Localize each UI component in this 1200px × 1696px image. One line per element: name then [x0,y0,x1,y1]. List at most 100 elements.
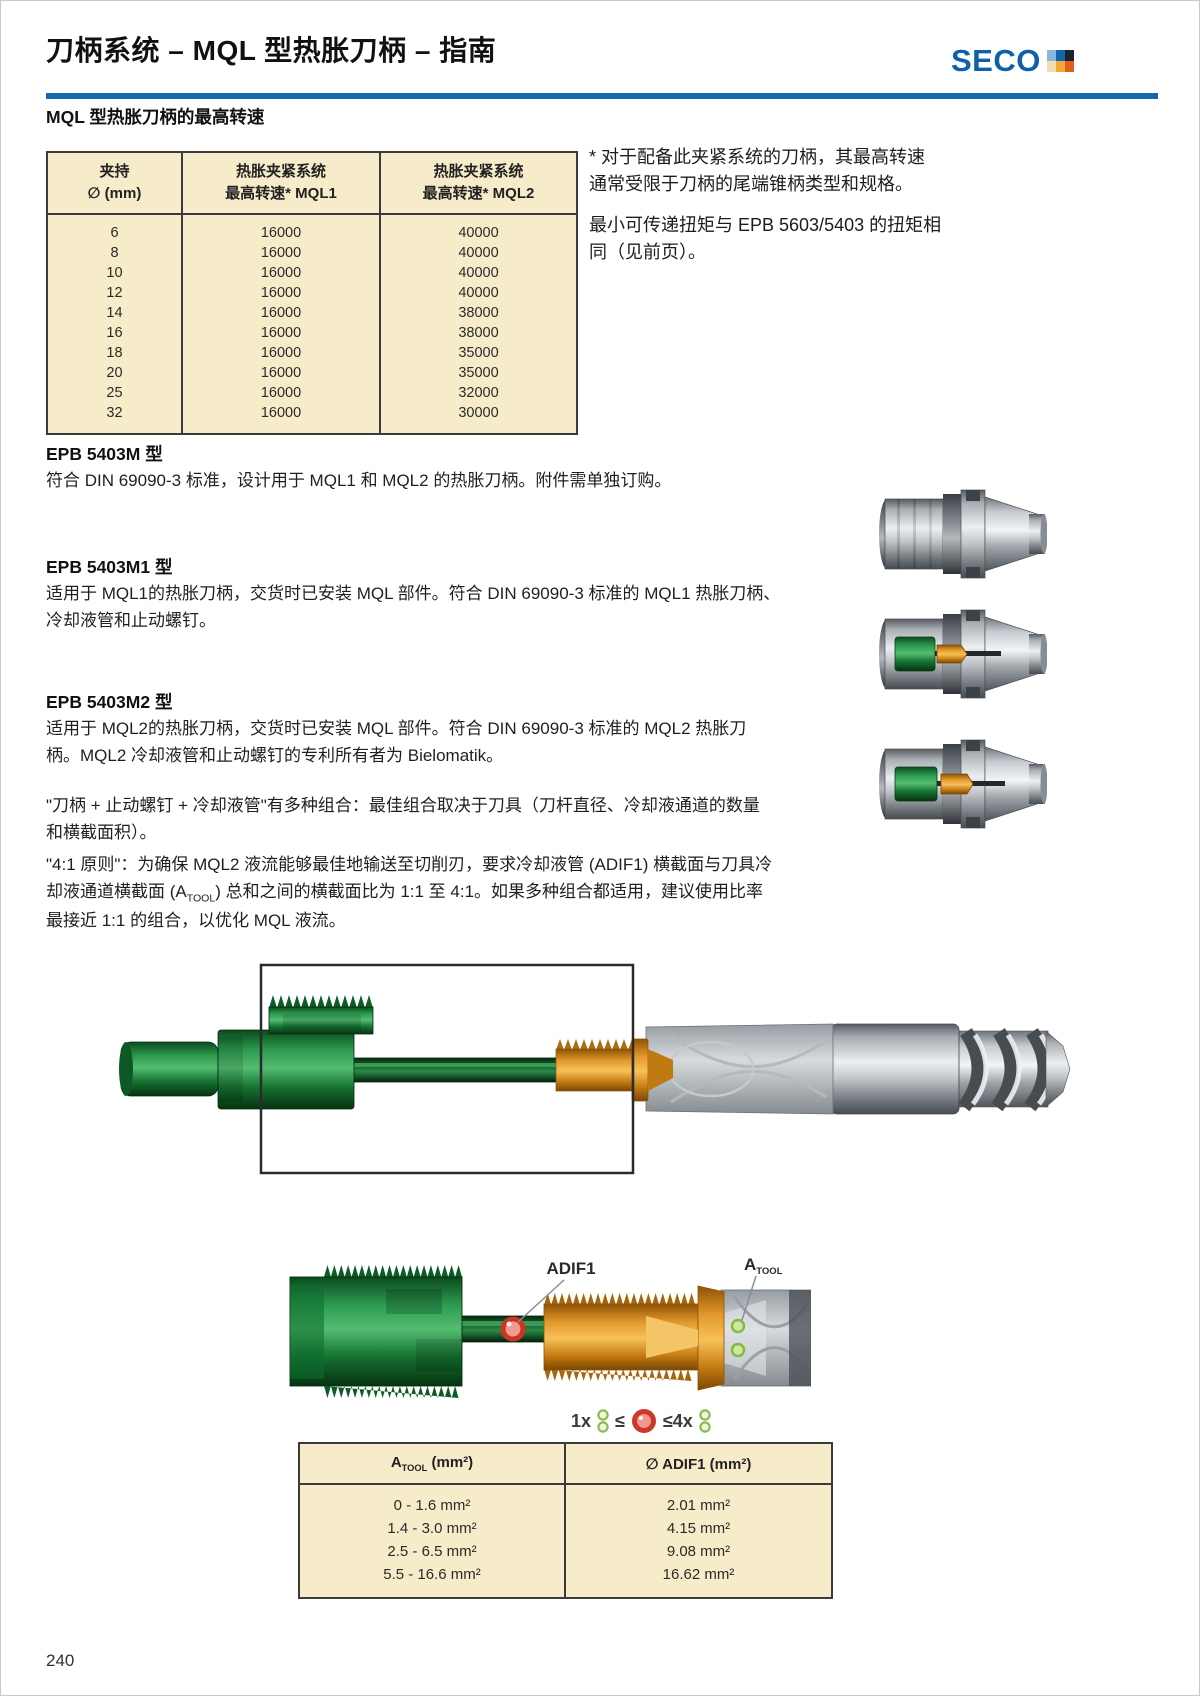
table-cell: 16000 [181,363,380,383]
atool-cross-section-marker [730,1342,746,1358]
seco-logo: SECO [951,45,1074,76]
table-cell: 14 [106,305,123,321]
formula-1x: 1x [571,1410,592,1431]
table-cell: 20 [106,365,123,381]
epb5403m2-body: 适用于 MQL2的热胀刀柄，交货时已安装 MQL 部件。符合 DIN 69090… [46,719,747,766]
table-cell: 16000 [181,263,380,283]
page-title: 刀柄系统 – MQL 型热胀刀柄 – 指南 [46,35,497,66]
atool-label: ATOOL [744,1255,783,1277]
speeds-table: 夹持 ∅ (mm) 热胀夹紧系统 最高转速* MQL1 热胀夹紧系统 最高转速*… [46,151,578,435]
table-cell: 8 [110,245,119,261]
side-notes: * 对于配备此夹紧系统的刀柄，其最高转速 通常受限于刀柄的尾端锥柄类型和规格。 … [589,144,1029,280]
table-row: 0 - 1.6 mm² 2.01 mm² [299,1484,832,1517]
speeds-col-clamp-diameter: 夹持 ∅ (mm) [47,152,182,215]
atool-subscript: TOOL [186,892,216,905]
table-cell: 12 [106,285,123,301]
area-col-adif1: ∅ ADIF1 (mm²) [564,1443,832,1485]
table-cell: 40000 [379,263,577,283]
table-cell: 35000 [379,363,577,383]
table-cell: 10 [106,265,123,281]
table-row: 5.5 - 16.6 mm² 16.62 mm² [299,1563,832,1598]
area-table-header-row: ATOOL (mm²) ∅ ADIF1 (mm²) [299,1443,832,1485]
table-cell: 16 [106,325,123,341]
logo-square [1064,60,1074,72]
table-cell: 2.5 - 6.5 mm² [387,1543,477,1560]
green-dot-pair-icon [699,1409,711,1433]
epb5403m-body: 符合 DIN 69090-3 标准，设计用于 MQL1 和 MQL2 的热胀刀柄… [46,471,672,490]
mql2-detail-figure: ADIF1 ATOOL [289,1255,811,1398]
tool-holder-image-epb5403m [879,489,1047,579]
logo-square [1046,60,1056,72]
area-col-atool: ATOOL (mm²) [299,1443,565,1485]
assembly-cutaway-figure [119,963,1071,1175]
table-cell: 2.01 mm² [564,1484,832,1517]
atool-leader-line [741,1275,757,1321]
green-dot-pair-icon [597,1409,609,1433]
adif1-cross-section-marker [500,1316,526,1342]
speeds-col-mql1: 热胀夹紧系统 最高转速* MQL1 [181,152,380,215]
table-cell: 40000 [379,214,577,243]
table-cell: 32 [106,405,123,421]
logo-square [1064,49,1074,61]
epb5403m1-heading: EPB 5403M1 型 [46,557,173,577]
table-row: 1.4 - 3.0 mm² 4.15 mm² [299,1517,832,1540]
highlight-rectangle [259,963,635,1175]
table-cell: 25 [106,385,123,401]
table-cell: 6 [110,225,119,241]
formula-le4x: ≤4x [662,1410,693,1431]
adif1-leader-line [517,1279,565,1323]
table-cell: 1.4 - 3.0 mm² [387,1520,477,1537]
table-cell: 16000 [181,343,380,363]
seco-logo-text: SECO [951,43,1041,78]
table-cell: 16.62 mm² [564,1563,832,1598]
table-cell: 32000 [379,383,577,403]
ratio-text-part2: ) 总和之间的横截面比为 1:1 至 4:1。如果多种组合都适用，建议使用比率 … [46,882,764,931]
ratio-formula: 1x ≤ ≤4x [571,1407,712,1435]
table-cell: 18 [106,345,123,361]
epb5403m-heading: EPB 5403M 型 [46,444,163,464]
seco-logo-squares-icon [1046,49,1074,72]
logo-square [1046,49,1056,61]
table-cell: 30000 [379,403,577,434]
table-cell: 16000 [181,383,380,403]
table-cell: 5.5 - 16.6 mm² [383,1566,481,1583]
table-cell: 40000 [379,243,577,263]
table-cell: 0 - 1.6 mm² [393,1497,471,1514]
table-cell: 16000 [181,303,380,323]
speeds-table-header-row: 夹持 ∅ (mm) 热胀夹紧系统 最高转速* MQL1 热胀夹紧系统 最高转速*… [47,152,577,215]
epb5403m2-heading: EPB 5403M2 型 [46,692,173,712]
logo-square [1055,60,1065,72]
table-cell: 16000 [181,243,380,263]
ratio-text-part1: "4:1 原则"：为确保 MQL2 液流能够最佳地输送至切削刃，要求冷却液管 (… [46,855,773,902]
table-cell: 16000 [181,214,380,243]
table-cell: 35000 [379,343,577,363]
formula-le1: ≤ [615,1410,625,1431]
logo-square [1055,49,1065,61]
adif1-label: ADIF1 [546,1259,595,1278]
note-min-torque: 最小可传递扭矩与 EPB 5603/5403 的扭矩相 同（见前页）。 [589,215,942,262]
header-divider [46,93,1158,99]
ratio-principle-paragraph: "4:1 原则"：为确保 MQL2 液流能够最佳地输送至切削刃，要求冷却液管 (… [46,851,870,935]
table-cell: 16000 [181,323,380,343]
table-cell: 40000 [379,283,577,303]
table-cell: 16000 [181,283,380,303]
table-cell: 38000 [379,303,577,323]
table-cell: 4.15 mm² [564,1517,832,1540]
page-number: 240 [46,1651,75,1670]
table-cell: 38000 [379,323,577,343]
table-cell: 16000 [181,403,380,434]
combination-paragraph: "刀柄 + 止动螺钉 + 冷却液管"有多种组合：最佳组合取决于刀具（刀杆直径、冷… [46,796,760,843]
tool-holder-image-epb5403m1 [879,609,1047,699]
